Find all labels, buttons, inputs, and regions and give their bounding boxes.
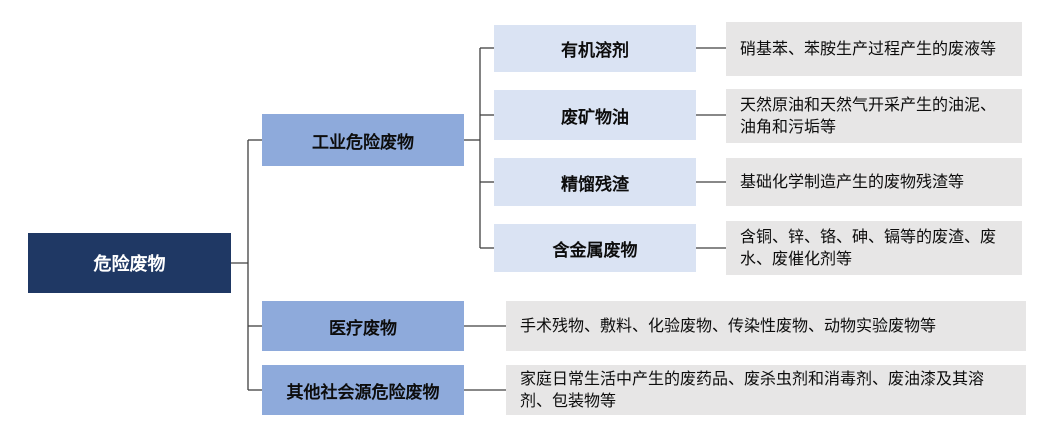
- leaf-metal-waste: 含铜、锌、铬、砷、镉等的废渣、废水、废催化剂等: [726, 221, 1022, 275]
- leaf-text: 天然原油和天然气开采产生的油泥、油角和污垢等: [740, 95, 997, 136]
- subtype-distillation-residue: 精馏残渣: [494, 158, 696, 206]
- subtype-label: 含金属废物: [552, 240, 638, 261]
- subtype-label: 有机溶剂: [561, 41, 629, 61]
- leaf-waste-mineral-oil: 天然原油和天然气开采产生的油泥、油角和污垢等: [726, 89, 1022, 143]
- subtype-metal-waste: 含金属废物: [494, 224, 696, 272]
- subtype-label: 废矿物油: [561, 107, 629, 128]
- leaf-text: 含铜、锌、铬、砷、镉等的废渣、废水、废催化剂等: [740, 227, 997, 268]
- subtype-organic-solvent: 有机溶剂: [494, 25, 696, 72]
- root-label: 危险废物: [93, 254, 166, 275]
- leaf-text: 手术残物、敷料、化验废物、传染性废物、动物实验废物等: [520, 316, 937, 335]
- leaf-text: 家庭日常生活中产生的废药品、废杀虫剂和消毒剂、废油漆及其溶剂、包装物等: [520, 369, 985, 410]
- category-label: 其他社会源危险废物: [286, 382, 440, 403]
- leaf-text: 硝基苯、苯胺生产过程产生的废液等: [740, 39, 997, 58]
- category-label: 工业危险废物: [312, 132, 414, 153]
- leaf-text: 基础化学制造产生的废物残渣等: [740, 172, 965, 191]
- subtype-label: 精馏残渣: [561, 174, 629, 195]
- category-industrial: 工业危险废物: [262, 114, 464, 166]
- category-label: 医疗废物: [329, 318, 397, 339]
- leaf-distillation-residue: 基础化学制造产生的废物残渣等: [726, 158, 1022, 206]
- subtype-waste-mineral-oil: 废矿物油: [494, 90, 696, 140]
- leaf-medical: 手术残物、敷料、化验废物、传染性废物、动物实验废物等: [506, 301, 1026, 351]
- category-social: 其他社会源危险废物: [262, 365, 464, 415]
- leaf-organic-solvent: 硝基苯、苯胺生产过程产生的废液等: [726, 22, 1022, 76]
- leaf-social: 家庭日常生活中产生的废药品、废杀虫剂和消毒剂、废油漆及其溶剂、包装物等: [506, 365, 1026, 415]
- root-node: 危险废物: [28, 233, 231, 293]
- category-medical: 医疗废物: [262, 301, 464, 351]
